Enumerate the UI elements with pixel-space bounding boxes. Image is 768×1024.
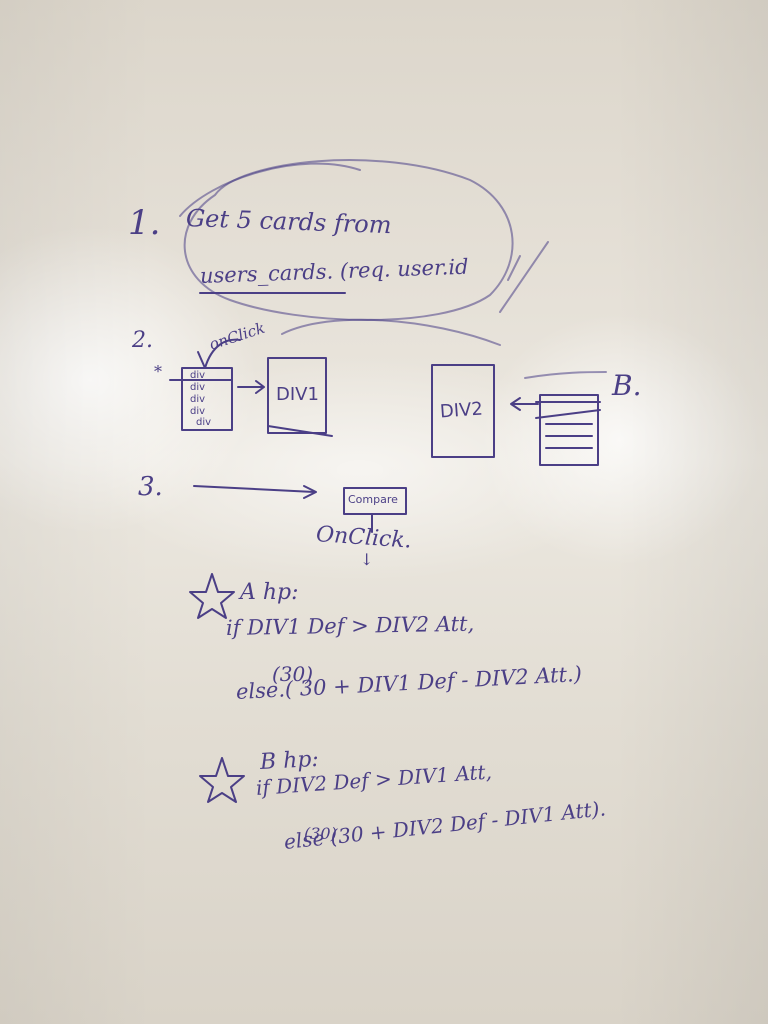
slash-mark xyxy=(507,255,521,281)
div2-box xyxy=(431,364,495,458)
arrow-head xyxy=(255,380,265,394)
arrow-head xyxy=(510,397,521,411)
step1-line1: Get 5 cards from xyxy=(185,204,393,240)
rule-a-title: A hp: xyxy=(240,580,299,605)
div-stack-item: div xyxy=(196,417,212,428)
rule-a-condition: if DIV1 Def > DIV2 Att, xyxy=(225,611,475,640)
div-stack-item: div xyxy=(190,382,206,393)
div1-box xyxy=(267,357,327,434)
step1-circle xyxy=(183,159,514,321)
arrow-head xyxy=(303,485,317,499)
step2-number: 2. xyxy=(132,328,153,353)
star-icon xyxy=(199,757,245,803)
step3-arrow xyxy=(193,485,315,493)
step2-mark: * xyxy=(154,362,162,381)
step2-curve xyxy=(281,318,501,346)
div1-label: DIV1 xyxy=(276,384,319,405)
compare-box xyxy=(343,487,407,515)
div-stack-item: div xyxy=(190,394,206,405)
div1-underline xyxy=(267,425,333,437)
slash-mark xyxy=(499,241,549,313)
compare-label: Compare xyxy=(348,493,398,506)
step3-number: 3. xyxy=(138,472,163,502)
div-stack-box xyxy=(181,367,233,431)
b-label: B. xyxy=(612,369,642,402)
b-stack-box xyxy=(539,394,599,466)
step3-tick: ↓ xyxy=(360,550,374,569)
step1-circle-tail xyxy=(179,162,361,217)
step1-number: 1. xyxy=(128,203,161,243)
rule-a-then: (30) xyxy=(272,662,314,686)
b-stack-line xyxy=(535,409,601,419)
b-top-curve xyxy=(524,371,607,379)
div-stack-item: div xyxy=(190,370,206,381)
star-icon xyxy=(189,573,235,619)
div2-label: DIV2 xyxy=(439,398,484,423)
rule-b-then: (30) xyxy=(304,824,337,843)
rule-b-title: B hp: xyxy=(259,746,320,775)
div-stack-item: div xyxy=(190,406,206,417)
